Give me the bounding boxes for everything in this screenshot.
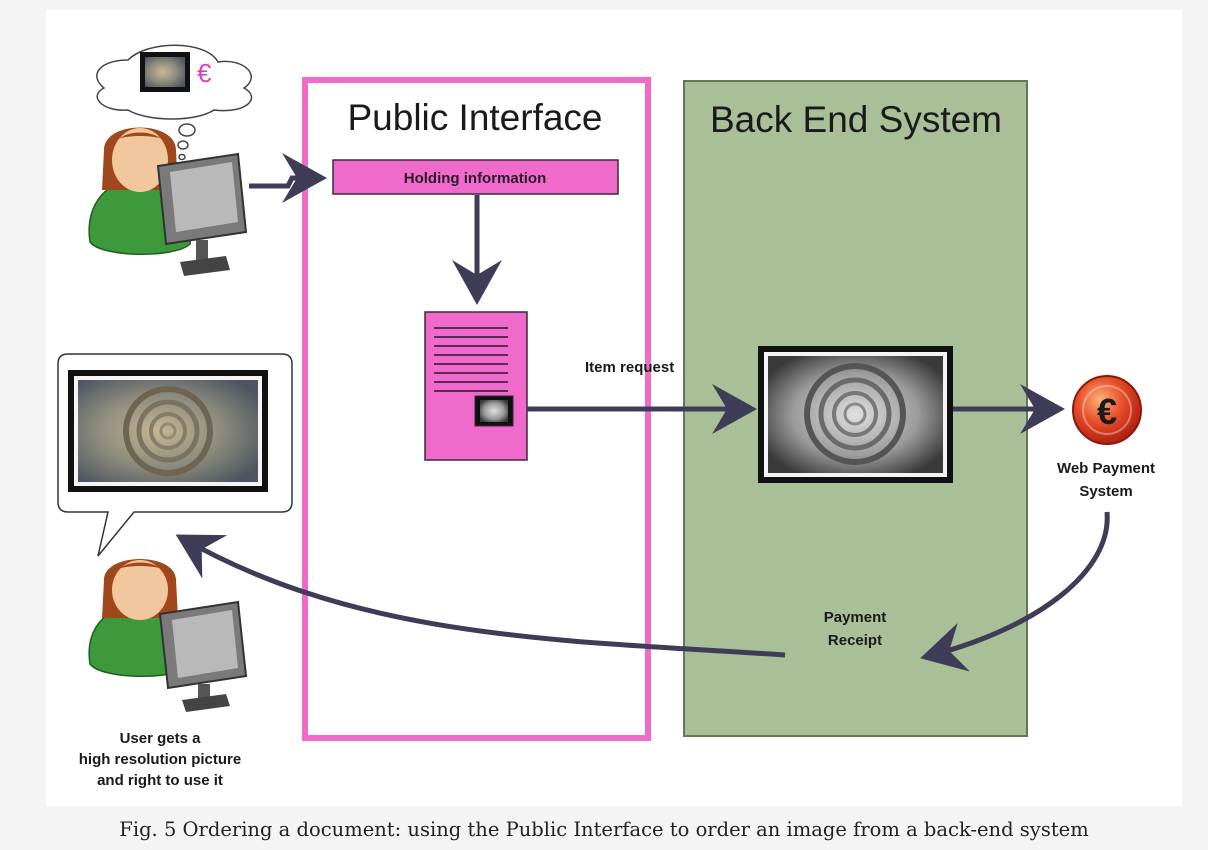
payment-receipt-label-line1: Payment [824,609,887,626]
receipt-to-user-arrow [175,534,786,658]
user-result-line2: high resolution picture [79,751,242,768]
user-receiving-picture-icon [88,559,248,712]
web-payment-label-line2: System [1079,483,1132,500]
item-request-label: Item request [585,359,674,376]
user-result-line3: and right to use it [97,772,223,789]
speech-bubble [57,353,293,557]
web-payment-label-line1: Web Payment [1057,460,1155,477]
euro-payment-icon: € [1072,375,1142,445]
figure-caption: Fig. 5 Ordering a document: using the Pu… [119,818,1089,841]
public-interface-panel: Public Interface [302,77,651,741]
user-result-line1: User gets a [120,730,202,747]
holding-information-label: Holding information [404,170,546,187]
fossil-image [758,346,953,483]
euro-symbol: € [1097,391,1117,432]
document-icon [424,311,528,461]
payment-to-receipt-arrow [920,511,1110,672]
public-interface-title: Public Interface [347,97,602,138]
user-at-computer-icon [88,127,248,276]
payment-receipt-label-line2: Receipt [828,632,882,649]
cloud-euro-symbol: € [197,58,212,88]
holding-information-box: Holding information [332,159,619,195]
back-end-title: Back End System [710,99,1002,140]
user-to-holding-arrow [249,153,327,203]
thought-cloud: € [96,44,253,161]
